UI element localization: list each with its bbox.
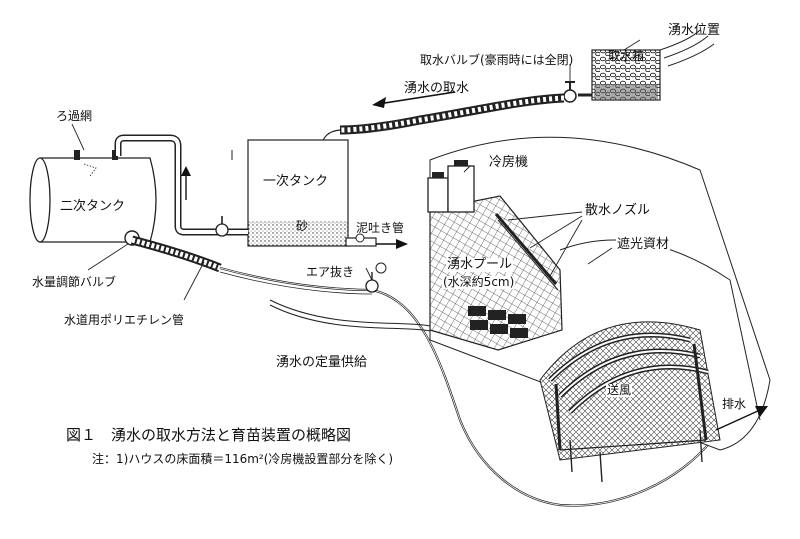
- secondary-tank: [29, 150, 157, 243]
- poly-pipe-label: 水道用ポリエチレン管: [64, 313, 185, 327]
- shade-material-label: 遮光資材: [616, 237, 671, 253]
- primary-tank-label: 一次タンク: [262, 174, 330, 190]
- figure-caption: 図１ 湧水の取水方法と育苗装置の概略図: [66, 426, 352, 444]
- drain-label: 排水: [722, 397, 747, 411]
- greenhouse: [427, 136, 771, 483]
- flow-valve-label: 水量調節バルブ: [32, 275, 117, 289]
- intake-valve: [563, 81, 592, 103]
- cooler-label: 冷房機: [488, 155, 530, 171]
- mud-pipe-label: 泥吐き管: [356, 221, 405, 235]
- blower-label: 送風: [606, 383, 633, 398]
- sand-label: 砂: [296, 219, 309, 233]
- spring-location-label: 湧水位置: [668, 23, 721, 38]
- filter-net-label: ろ過網: [56, 109, 93, 123]
- drain-arrow: [715, 406, 768, 431]
- mud-pipe: [345, 233, 408, 249]
- leader-lines: [71, 39, 641, 301]
- spring-intake-label: 湧水の取水: [404, 81, 470, 96]
- intake-box: [591, 29, 715, 101]
- pool-depth-label: (水深約5cm): [442, 275, 516, 290]
- figure-note: 注：1)ハウスの床面積＝116m²(冷房機設置部分を除く): [92, 452, 394, 466]
- secondary-tank-label: 二次タンク: [60, 199, 126, 214]
- intake-box-label: 取水箱: [608, 49, 645, 63]
- intake-flow-arrow: [377, 91, 456, 105]
- constant-supply-label: 湧水の定量供給: [276, 355, 368, 370]
- spray-nozzle-label: 散水ノズル: [584, 203, 652, 219]
- primary-tank: [231, 139, 349, 247]
- air-vent-label: エア抜き: [306, 265, 355, 279]
- pool-label: 湧水プール: [446, 257, 514, 273]
- air-vent: [365, 262, 387, 293]
- intake-valve-label: 取水バルブ(豪雨時には全閉): [420, 53, 574, 67]
